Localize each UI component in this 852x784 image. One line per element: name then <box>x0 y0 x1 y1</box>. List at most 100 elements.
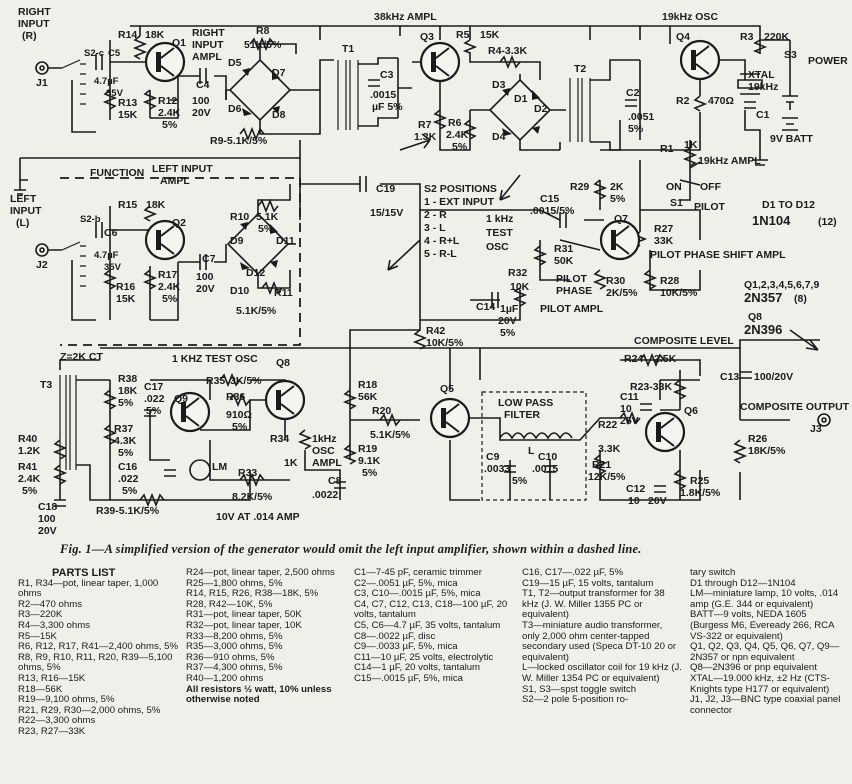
label-r38-tol: 5% <box>118 397 134 409</box>
label-c16-value: .022 <box>118 473 139 485</box>
parts-entry: C9—.0033 µF, 5%, mica <box>354 641 458 653</box>
label-r34-value: 1K <box>284 457 298 469</box>
label-r6-tol: 5% <box>452 141 468 153</box>
label-pilot-phase-2: PHASE <box>556 285 592 297</box>
parts-entry: R22—3,300 ohms <box>18 715 96 727</box>
label-c16: C16 <box>118 461 137 473</box>
label-c18-voltage: 20V <box>38 525 57 537</box>
label-c12-value: 10 <box>628 495 640 507</box>
lpf-dashed-box <box>481 391 587 501</box>
parts-entry: XTAL—19.000 kHz, ±2 Hz (CTS-Knights type… <box>690 672 830 695</box>
parts-entry: C11—10 µF, 25 volts, electrolytic <box>354 651 494 663</box>
parts-entry: S1, S3—spst toggle switch <box>522 683 637 695</box>
label-c6: C6 <box>104 227 118 239</box>
parts-entry: R25—1,800 ohms, 5% <box>186 577 283 589</box>
label-s2-pos5: 5 - R-L <box>424 248 457 260</box>
label-2n396: 2N396 <box>744 322 782 337</box>
label-c9-value: .0033 <box>484 463 510 475</box>
label-right-amp: RIGHT <box>192 27 225 39</box>
label-osc1k: 1 KHZ TEST OSC <box>172 353 258 365</box>
label-r33-value: 8.2K/5% <box>232 491 273 503</box>
label-r8: R8 <box>256 25 270 37</box>
label-r28: R28 <box>660 275 679 287</box>
parts-entry: C3, C10—.0015 µF, 5%, mica <box>354 588 481 600</box>
label-q9: Q9 <box>174 393 188 405</box>
label-batt: 9V BATT <box>770 133 814 145</box>
label-r17-value: 2.4K <box>158 281 181 293</box>
label-s2-positions: S2 POSITIONS <box>424 183 497 195</box>
label-lpf: LOW PASS <box>498 397 553 409</box>
label-r42-value: 10K/5% <box>426 337 464 349</box>
label-d12: D12 <box>246 267 265 279</box>
label-z2k: Z=2K CT <box>60 351 103 363</box>
parts-entry: R40—1,200 ohms <box>186 672 264 684</box>
label-d9: D9 <box>230 235 244 247</box>
label-r17: R17 <box>158 269 177 281</box>
label-c13-value: 100/20V <box>754 371 793 383</box>
label-right-input-3: (R) <box>22 30 37 42</box>
label-test3: OSC <box>486 241 509 253</box>
label-c16-tol: 5% <box>122 485 138 497</box>
label-r27-value: 33K <box>654 235 674 247</box>
label-r3: R3 <box>740 31 754 43</box>
left-amp-dashed-boundary <box>60 177 301 346</box>
label-q7: Q7 <box>614 213 628 225</box>
label-q4: Q4 <box>676 31 690 43</box>
label-left-input: LEFT <box>10 193 37 205</box>
label-osc-amp-3: AMPL <box>312 457 342 469</box>
label-l: L <box>528 445 535 457</box>
label-right-amp-3: AMPL <box>192 51 222 63</box>
label-r26: R26 <box>748 433 767 445</box>
label-d3: D3 <box>492 79 506 91</box>
parts-list: PARTS LIST R1, R34—pot, linear taper, 1,… <box>0 568 852 784</box>
label-lpf-2: FILTER <box>504 409 540 421</box>
label-r8-value: 51K/5% <box>244 39 282 51</box>
parts-entry: T3—miniature audio transformer, only 2,0… <box>522 619 679 663</box>
label-c11: C11 <box>620 391 639 403</box>
parts-entry: R23, R27—33K <box>18 725 86 737</box>
label-s2c: S2-c <box>84 48 104 59</box>
label-d5: D5 <box>228 57 242 69</box>
parts-column-1: PARTS LIST R1, R34—pot, linear taper, 1,… <box>18 568 178 738</box>
pointer-arrows <box>387 133 819 351</box>
label-c4-value: 100 <box>192 95 210 107</box>
label-pilot-ampl: PILOT AMPL <box>540 303 604 315</box>
label-test2: TEST <box>486 227 513 239</box>
parts-entry: C8—.0022 µF, disc <box>354 630 436 642</box>
label-c17-tol: 5% <box>146 405 162 417</box>
label-r18-value: 56K <box>358 391 378 403</box>
label-j2: J2 <box>36 259 48 271</box>
label-r18: R18 <box>358 379 377 391</box>
label-lm: LM <box>212 461 227 473</box>
labels: RIGHT INPUT (R) J1 S2-c C5 4.7µF 35V R14… <box>10 6 850 537</box>
parts-entry: R21, R29, R30—2,000 ohms, 5% <box>18 704 161 716</box>
parts-entry: R8, R9, R10, R11, R20, R39—5,100 ohms, 5… <box>18 651 176 674</box>
label-right-input: RIGHT <box>18 6 51 18</box>
label-r7-value: 1.3K <box>414 131 437 143</box>
label-r26-value: 18K/5% <box>748 445 786 457</box>
parts-entry: All resistors ½ watt, 10% unless otherwi… <box>186 683 335 706</box>
label-d4: D4 <box>492 131 506 143</box>
label-r4: R4-3.3K <box>488 45 528 57</box>
label-c5-value: 4.7µF <box>94 76 119 87</box>
label-osc-amp-2: OSC <box>312 445 335 457</box>
label-s2-pos3: 3 - L <box>424 222 446 234</box>
parts-entry: C5, C6—4.7 µF, 35 volts, tantalum <box>354 619 501 631</box>
battery <box>782 117 798 131</box>
label-left-input-2: INPUT <box>10 205 42 217</box>
label-r6-value: 2.4K <box>446 129 469 141</box>
label-q2: Q2 <box>172 217 186 229</box>
label-r41-tol: 5% <box>22 485 38 497</box>
label-c18-value: 100 <box>38 513 56 525</box>
label-amp38: 38kHz AMPL <box>374 11 437 23</box>
label-c17-value: .022 <box>144 393 165 405</box>
label-r16: R16 <box>116 281 135 293</box>
label-r9: R9-5.1K/5% <box>210 135 268 147</box>
label-c7-voltage: 20V <box>196 283 215 295</box>
label-c10-value: .0015 <box>532 463 558 475</box>
parts-entry: R3—220K <box>18 609 63 621</box>
label-r19: R19 <box>358 443 377 455</box>
parts-entry: J1, J2, J3—BNC type coaxial panel connec… <box>690 694 844 716</box>
label-r36-value: 910Ω <box>226 409 252 421</box>
label-c9: C9 <box>486 451 500 463</box>
